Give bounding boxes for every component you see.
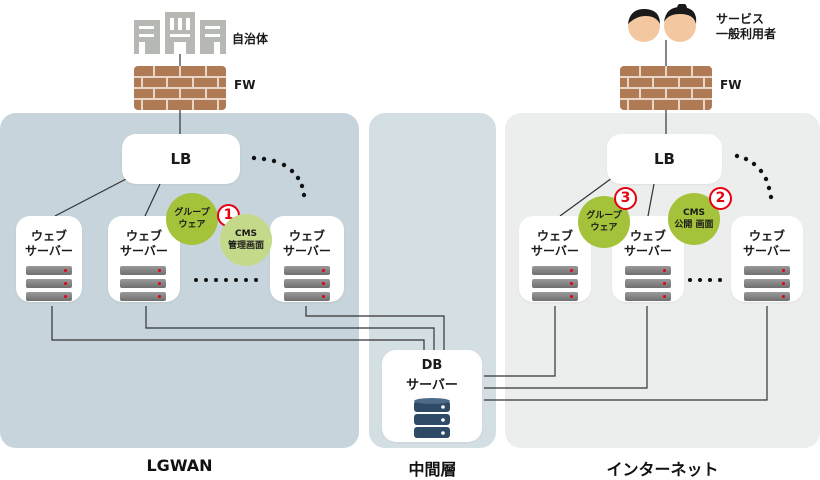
fw-label-left: FW — [234, 78, 256, 92]
lgwan-cms-line2: 管理画面 — [227, 241, 264, 251]
lgwan-cms-bubble: CMS 管理画面 — [220, 214, 272, 266]
internet-server-3-line2: サーバー — [743, 244, 791, 258]
db-server-line1: DB — [421, 358, 443, 373]
lgwan-server-1-line1: ウェブ — [30, 229, 67, 243]
lgwan-server-3-line2: サーバー — [283, 244, 331, 258]
fw-label-right: FW — [720, 78, 742, 92]
server-rack-icon — [625, 266, 671, 305]
internet-server-2-line2: サーバー — [624, 244, 672, 258]
building-label: 自治体 — [232, 32, 269, 46]
middle-zone-label: 中間層 — [408, 460, 457, 479]
lgwan-groupware-bubble: グループ ウェア — [166, 193, 218, 245]
db-server — [382, 350, 482, 442]
lgwan-server-2-line1: ウェブ — [125, 229, 162, 243]
internet-lb-label: LB — [654, 150, 675, 168]
internet-groupware-line2: ウェア — [590, 223, 618, 233]
lgwan-groupware-line1: グループ — [174, 208, 210, 218]
internet-server-2-line1: ウェブ — [629, 229, 666, 243]
internet-zone-label: インターネット — [606, 460, 719, 479]
lgwan-groupware-line2: ウェア — [178, 220, 206, 230]
internet-load-balancer — [607, 134, 722, 184]
server-rack-icon — [284, 266, 330, 305]
db-server-line2: サーバー — [406, 378, 458, 393]
lgwan-server-1-line2: サーバー — [25, 244, 73, 258]
internet-server-1-line1: ウェブ — [536, 229, 573, 243]
server-rack-icon — [532, 266, 578, 305]
internet-server-1-line2: サーバー — [531, 244, 579, 258]
internet-cms-number-badge: 2 — [709, 187, 732, 210]
server-rack-icon — [26, 266, 72, 305]
database-icon — [414, 398, 450, 438]
firewall-icon — [620, 66, 712, 110]
internet-server-3-line1: ウェブ — [748, 229, 785, 243]
lgwan-cms-line1: CMS — [234, 229, 258, 239]
lgwan-lb-label: LB — [170, 150, 192, 168]
server-rack-icon — [120, 266, 166, 305]
server-rack-icon — [744, 266, 790, 305]
internet-cms-line1: CMS — [682, 208, 706, 218]
users-icon — [628, 4, 697, 42]
lgwan-zone-label: LGWAN — [146, 456, 213, 475]
firewall-icon — [134, 66, 226, 110]
lgwan-server-2-line2: サーバー — [120, 244, 168, 258]
lgwan-load-balancer — [122, 134, 240, 184]
users-label-line1: サービス — [716, 12, 765, 26]
lgwan-server-3-line1: ウェブ — [288, 229, 325, 243]
building-icon — [134, 12, 226, 54]
internet-groupware-line1: グループ — [586, 211, 622, 221]
users-label-line2: 一般利用者 — [716, 27, 777, 41]
internet-cms-line2: 公開 画面 — [674, 220, 714, 230]
internet-groupware-number-badge: 3 — [614, 187, 637, 210]
